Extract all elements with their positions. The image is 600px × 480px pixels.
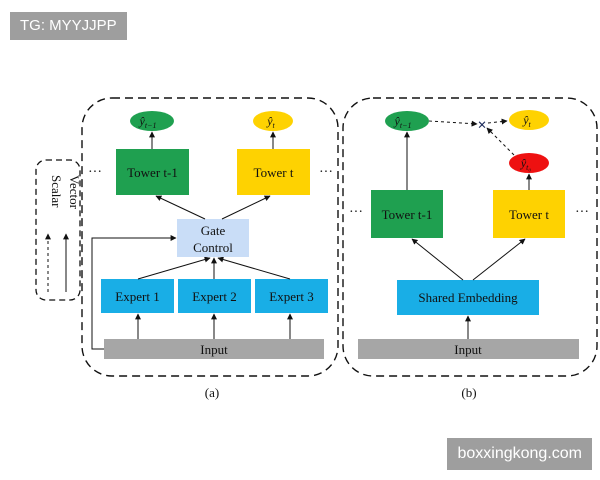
panel-b-output-curr-label: ŷt (522, 113, 531, 129)
panel-b-tower-prev (371, 190, 443, 238)
panel-a-output-curr (253, 111, 293, 131)
panel-a-ellipsis-right: ··· (319, 165, 333, 180)
panel-a-tower-curr (237, 149, 310, 195)
panel-b-ellipsis-left: ··· (349, 205, 363, 220)
panel-b-output-prev (385, 111, 429, 131)
expert-2-label: Expert 2 (192, 289, 236, 304)
panel-a-input-label: Input (200, 342, 228, 357)
panel-a: Input Expert 1 Expert 2 Expert 3 Gate Co… (81, 97, 339, 400)
cross-icon: × (477, 117, 486, 134)
panel-a-input-bar (104, 339, 324, 359)
panel-b-input-bar (358, 339, 579, 359)
panel-b-output-prev-label: ŷt−1 (394, 114, 412, 130)
shared-embedding-box (397, 280, 539, 315)
panel-a-caption: (a) (205, 385, 219, 400)
legend-vector-label: Vector (67, 175, 82, 210)
panel-a-tower-prev (116, 149, 189, 195)
panel-b: Input Shared Embedding Tower t-1 Tower t… (342, 97, 598, 400)
panel-b-ellipsis-right: ··· (575, 205, 589, 220)
panel-b-output-curr (509, 110, 549, 130)
legend-scalar-label: Scalar (49, 175, 64, 208)
expert-1-label: Expert 1 (115, 289, 159, 304)
panel-a-tower-curr-label: Tower t (254, 165, 294, 180)
expert-1-box (101, 279, 174, 313)
panel-a-output-prev-label: ŷt−1 (139, 114, 157, 130)
panel-b-output-red-label: ŷt₀ (520, 156, 532, 172)
expert-2-box (178, 279, 251, 313)
gate-control-box (177, 219, 249, 257)
dashed-arrow-cross-to-output (487, 118, 508, 125)
dashed-arrow-red-to-cross (486, 127, 515, 156)
dashed-arrow-prev-to-cross (428, 120, 478, 127)
panel-a-output-prev (130, 111, 174, 131)
panel-b-output-red (509, 153, 549, 173)
panel-b-input-label: Input (454, 342, 482, 357)
gate-label-line2: Control (193, 240, 233, 255)
legend: Scalar Vector (35, 159, 82, 301)
panel-b-tower-curr-label: Tower t (509, 207, 549, 222)
expert-3-box (255, 279, 328, 313)
panel-b-tower-prev-label: Tower t-1 (382, 207, 433, 222)
panel-b-border (342, 97, 598, 377)
panel-a-tower-prev-label: Tower t-1 (127, 165, 178, 180)
gate-label-line1: Gate (201, 223, 226, 238)
expert-3-label: Expert 3 (269, 289, 313, 304)
panel-a-border (81, 97, 339, 377)
watermark-bottom: boxxingkong.com (447, 438, 592, 470)
panel-a-ellipsis-left: ··· (88, 165, 102, 180)
watermark-top: TG: MYYJJPP (10, 12, 127, 40)
panel-a-output-curr-label: ŷt (266, 114, 275, 130)
panel-b-tower-curr (493, 190, 565, 238)
shared-embedding-label: Shared Embedding (418, 290, 518, 305)
panel-b-caption: (b) (461, 385, 476, 400)
